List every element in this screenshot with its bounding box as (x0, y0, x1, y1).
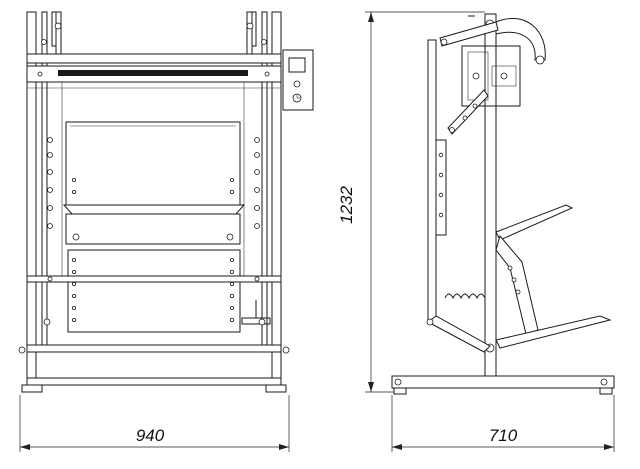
spring-guide (444, 293, 486, 300)
left-hole-column (47, 137, 53, 229)
front-leg (427, 39, 437, 323)
control-display (288, 57, 306, 73)
foot-pedal (241, 317, 271, 325)
base-beam (391, 375, 615, 389)
side-height-label: 1232 (337, 186, 356, 224)
right-foot (265, 384, 287, 393)
dimension-front-width: 940 (19, 395, 290, 452)
lower-panel (67, 249, 241, 333)
control-knob-icon (293, 80, 301, 88)
upper-panel (65, 121, 241, 206)
dimension-side-depth: 710 (391, 395, 615, 452)
side-view (391, 13, 615, 395)
lower-tray (495, 315, 612, 349)
left-foot (21, 384, 43, 393)
main-post (484, 13, 497, 377)
dimension-side-height: 1232 (337, 11, 485, 393)
right-hole-column (254, 137, 260, 229)
sealing-bar (58, 70, 248, 76)
side-depth-label: 710 (489, 426, 518, 445)
upper-shelf (495, 204, 574, 241)
front-width-label: 940 (136, 426, 165, 445)
shelf-bracket (65, 213, 241, 245)
sealing-head (495, 17, 546, 61)
mechanism-box (461, 45, 521, 107)
side-bracket (495, 234, 539, 335)
front-view (18, 11, 314, 393)
